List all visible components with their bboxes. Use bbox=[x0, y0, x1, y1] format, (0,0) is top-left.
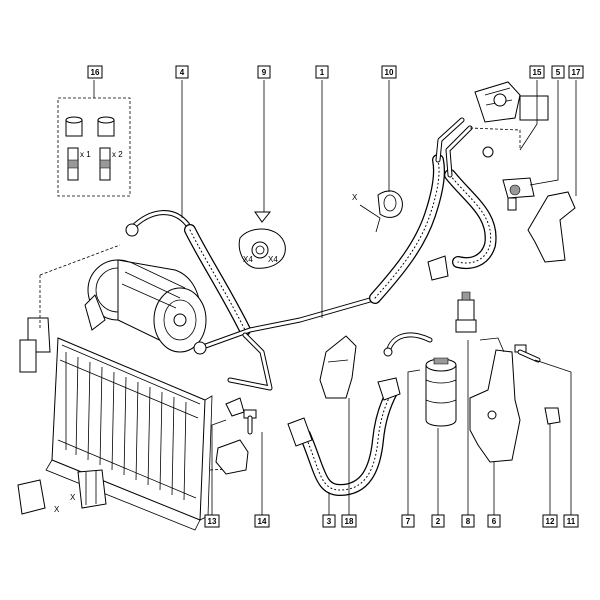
callout-4: 4 bbox=[175, 65, 189, 79]
callout-15: 15 bbox=[529, 65, 545, 79]
svg-text:5: 5 bbox=[556, 68, 561, 77]
callout-12: 12 bbox=[542, 514, 558, 528]
part-9-flange bbox=[238, 211, 286, 269]
svg-text:12: 12 bbox=[546, 517, 555, 526]
part-17-bracket bbox=[527, 191, 576, 263]
svg-text:9: 9 bbox=[262, 68, 267, 77]
bracket-6 bbox=[469, 337, 521, 463]
svg-text:18: 18 bbox=[345, 517, 354, 526]
callout-6: 6 bbox=[487, 514, 501, 528]
callout-17: 17 bbox=[568, 65, 584, 79]
qty-mark-x4-right: X4 bbox=[268, 255, 278, 264]
callout-16: 16 bbox=[87, 65, 103, 79]
qty-mark-x1: x 1 bbox=[80, 150, 91, 159]
hose-4 bbox=[125, 210, 251, 336]
leader-lines bbox=[93, 80, 577, 515]
callout-9: 9 bbox=[257, 65, 271, 79]
svg-text:10: 10 bbox=[385, 68, 394, 77]
hose-suction-upper bbox=[369, 117, 465, 304]
part-10-clamp bbox=[359, 190, 403, 233]
bolt-11 bbox=[514, 344, 541, 363]
direction-mark-x-clamp: X bbox=[352, 193, 358, 202]
svg-text:13: 13 bbox=[208, 517, 217, 526]
svg-text:15: 15 bbox=[533, 68, 542, 77]
svg-text:6: 6 bbox=[492, 517, 497, 526]
callout-2: 2 bbox=[431, 514, 445, 528]
qty-mark-x2: x 2 bbox=[112, 150, 123, 159]
hose-3 bbox=[287, 377, 401, 496]
part-16-kit bbox=[57, 97, 131, 197]
bracket-13 bbox=[215, 397, 249, 475]
compressor bbox=[84, 259, 207, 353]
svg-text:2: 2 bbox=[436, 517, 441, 526]
svg-text:11: 11 bbox=[567, 517, 576, 526]
svg-text:17: 17 bbox=[572, 68, 581, 77]
callout-14: 14 bbox=[254, 514, 270, 528]
direction-mark-x-detail-right: X bbox=[70, 493, 76, 502]
part-5-valve bbox=[502, 177, 535, 211]
svg-text:4: 4 bbox=[180, 68, 185, 77]
callout-10: 10 bbox=[381, 65, 397, 79]
callout-5: 5 bbox=[551, 65, 565, 79]
expansion-valve-assembly bbox=[469, 81, 549, 158]
bracket-18 bbox=[319, 335, 357, 399]
mounting-detail bbox=[17, 469, 107, 515]
callout-1: 1 bbox=[315, 65, 329, 79]
callout-18: 18 bbox=[341, 514, 357, 528]
svg-text:7: 7 bbox=[406, 517, 411, 526]
pipe-7 bbox=[383, 332, 433, 357]
svg-text:3: 3 bbox=[327, 517, 332, 526]
svg-text:14: 14 bbox=[258, 517, 267, 526]
nut-12 bbox=[544, 407, 561, 425]
qty-mark-x4-left: X4 bbox=[243, 255, 253, 264]
callout-13: 13 bbox=[204, 514, 220, 528]
callout-7: 7 bbox=[401, 514, 415, 528]
callout-11: 11 bbox=[563, 514, 579, 528]
svg-text:1: 1 bbox=[320, 68, 325, 77]
svg-text:16: 16 bbox=[91, 68, 100, 77]
direction-mark-x-detail-left: X bbox=[54, 505, 60, 514]
pressure-switch-8 bbox=[455, 291, 477, 333]
callout-3: 3 bbox=[322, 514, 336, 528]
svg-text:8: 8 bbox=[466, 517, 471, 526]
hose-liquid-upper bbox=[427, 125, 497, 281]
receiver-drier-2 bbox=[425, 357, 457, 427]
bolt-14 bbox=[243, 409, 257, 435]
callout-8: 8 bbox=[461, 514, 475, 528]
